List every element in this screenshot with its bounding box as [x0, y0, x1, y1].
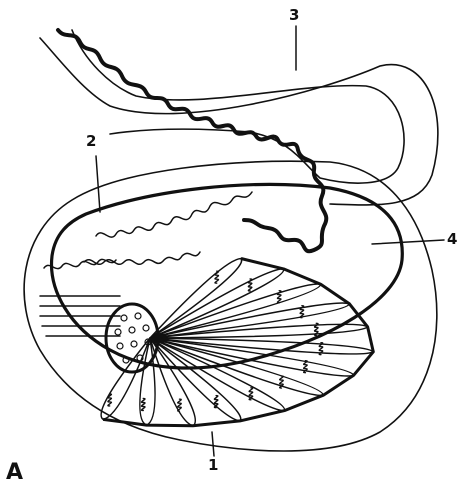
- lobules: [101, 259, 373, 426]
- coiled-tubules-upper: [96, 192, 252, 237]
- coiled-tubules-middle: [84, 252, 200, 264]
- callout-2: 2: [86, 134, 96, 149]
- lobule-coil: [214, 396, 217, 408]
- leader-line-2: [96, 156, 100, 212]
- convoluted-duct: [58, 30, 326, 251]
- callout-1: 1: [208, 458, 218, 473]
- lobule-coil: [142, 399, 145, 411]
- lobule-coil: [178, 399, 181, 411]
- leader-line-1: [212, 432, 214, 456]
- leader-line-4: [372, 240, 444, 244]
- coiled-tubules-lower: [44, 259, 116, 268]
- lobule: [140, 338, 155, 425]
- panel-label: A: [6, 462, 23, 484]
- callout-3: 3: [289, 8, 299, 23]
- callout-4: 4: [447, 232, 457, 247]
